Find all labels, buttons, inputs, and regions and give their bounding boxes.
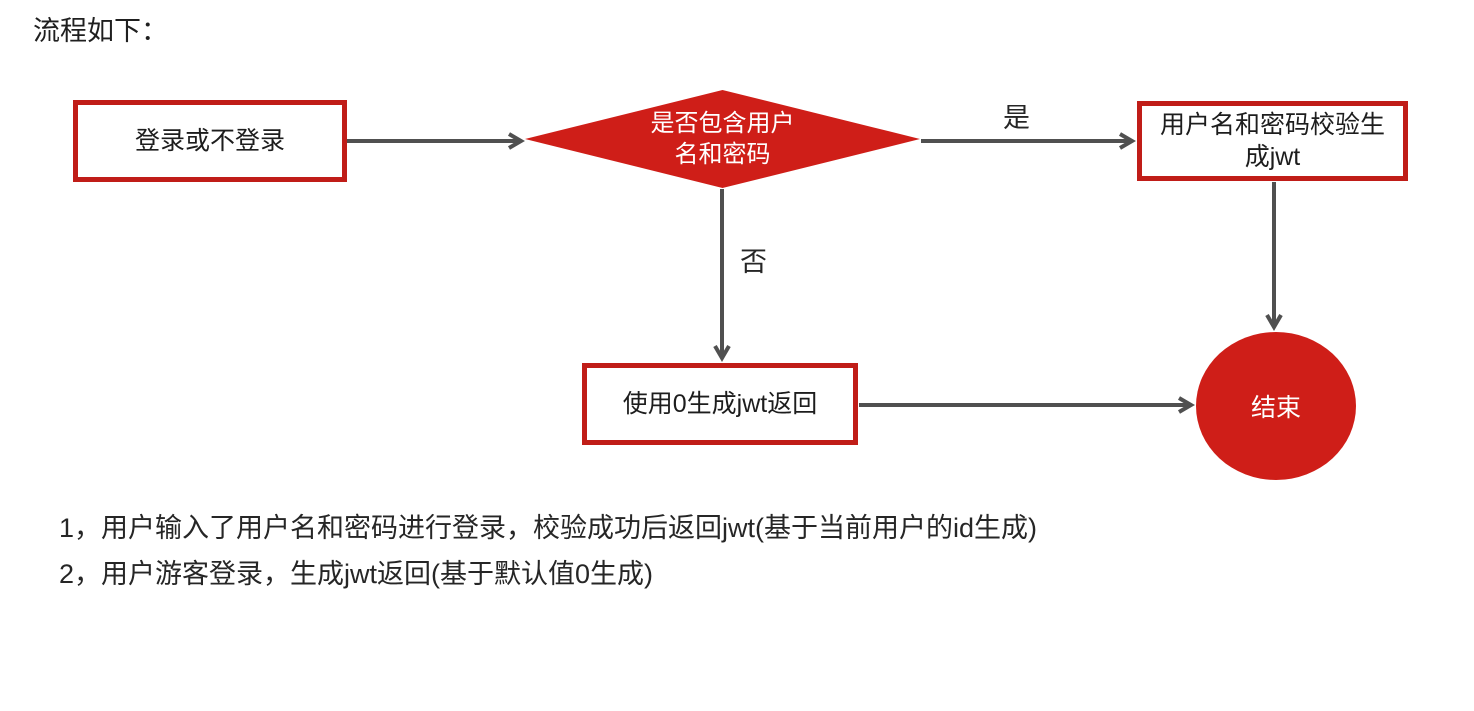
edge-label-no: 否 <box>740 247 767 277</box>
note-line-2: 2，用户游客登录，生成jwt返回(基于默认值0生成) <box>59 559 654 589</box>
node-guest-jwt-zero: 使用0生成jwt返回 <box>582 363 858 445</box>
page-title: 流程如下： <box>33 16 168 46</box>
node-end: 结束 <box>1196 332 1356 480</box>
node-decision-has-credentials: 是否包含用户 名和密码 <box>525 90 920 188</box>
note-line-1: 1，用户输入了用户名和密码进行登录，校验成功后返回jwt(基于当前用户的id生成… <box>59 513 1038 543</box>
node-verify-generate-jwt: 用户名和密码校验生 成jwt <box>1137 101 1408 181</box>
node-login-or-not: 登录或不登录 <box>73 100 347 182</box>
edge-label-yes: 是 <box>1003 103 1030 133</box>
